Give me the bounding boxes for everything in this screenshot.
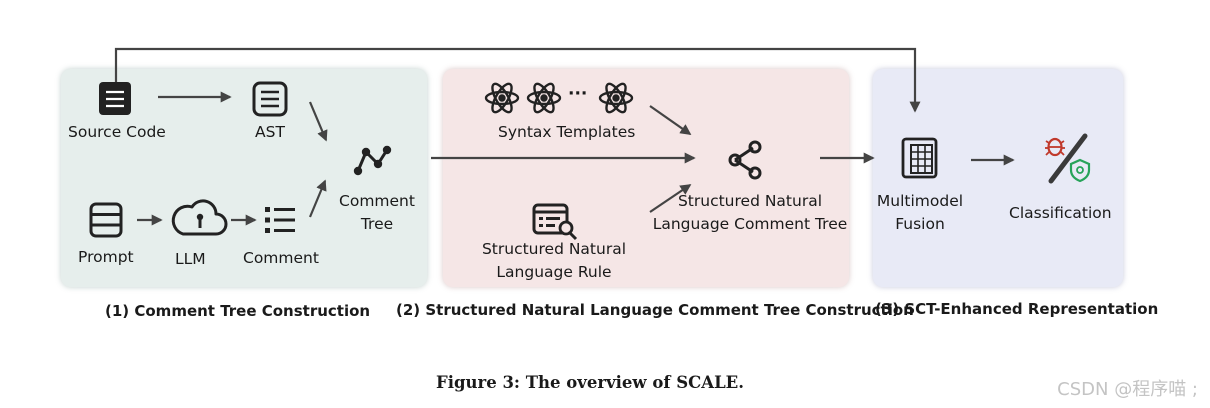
llm-label: LLM bbox=[175, 250, 206, 268]
bypass-arrow bbox=[114, 47, 921, 113]
figure-caption: Figure 3: The overview of SCALE. bbox=[436, 373, 744, 392]
prompt-icon bbox=[89, 202, 123, 238]
source-code-icon bbox=[99, 82, 131, 115]
watermark: CSDN @程序喵 ; bbox=[1057, 379, 1198, 400]
fusion-icon bbox=[901, 137, 938, 179]
syntax-template-icon-2 bbox=[526, 82, 562, 114]
ellipsis: ··· bbox=[568, 84, 588, 104]
comment-tree-label-line2: Tree bbox=[360, 215, 394, 233]
ast-icon bbox=[252, 81, 288, 117]
syntax-template-icon-3 bbox=[598, 82, 634, 114]
rule-search-icon bbox=[532, 203, 578, 241]
fusion-label-line2: Fusion bbox=[895, 215, 945, 233]
source-code-label: Source Code bbox=[68, 123, 166, 141]
bug-icon bbox=[1045, 137, 1065, 157]
structured-tree-icon bbox=[728, 140, 762, 180]
ast-label: AST bbox=[255, 123, 285, 141]
comment-label: Comment bbox=[243, 249, 319, 267]
arrow-rule-to-structured bbox=[649, 184, 692, 213]
syntax-templates-label: Syntax Templates bbox=[498, 123, 636, 141]
panel3-caption: (3) SCT-Enhanced Representation bbox=[875, 300, 1159, 318]
sn-tree-label-line1: Structured Natural bbox=[677, 192, 823, 210]
arrow-templates-to-structured bbox=[649, 105, 692, 135]
comment-list-icon bbox=[265, 207, 295, 233]
panel2-caption: (2) Structured Natural Language Comment … bbox=[396, 301, 914, 319]
panel1-caption: (1) Comment Tree Construction bbox=[105, 302, 371, 320]
arrow-ast-to-tree bbox=[308, 101, 328, 142]
divider-slash bbox=[1048, 133, 1088, 184]
llm-cloud-icon bbox=[171, 199, 228, 236]
fusion-label-line1: Multimodel bbox=[876, 192, 964, 210]
shield-icon bbox=[1069, 158, 1091, 183]
sn-tree-label-line2: Language Comment Tree bbox=[652, 215, 848, 233]
sn-rule-label-line1: Structured Natural bbox=[481, 240, 627, 258]
classification-label: Classification bbox=[1009, 204, 1112, 222]
syntax-template-icon-1 bbox=[484, 82, 520, 114]
comment-tree-icon bbox=[353, 145, 392, 176]
comment-tree-label-line1: Comment bbox=[339, 192, 415, 210]
prompt-label: Prompt bbox=[78, 248, 134, 266]
sn-rule-label-line2: Language Rule bbox=[496, 263, 612, 281]
arrow-comment-to-tree bbox=[308, 179, 327, 218]
